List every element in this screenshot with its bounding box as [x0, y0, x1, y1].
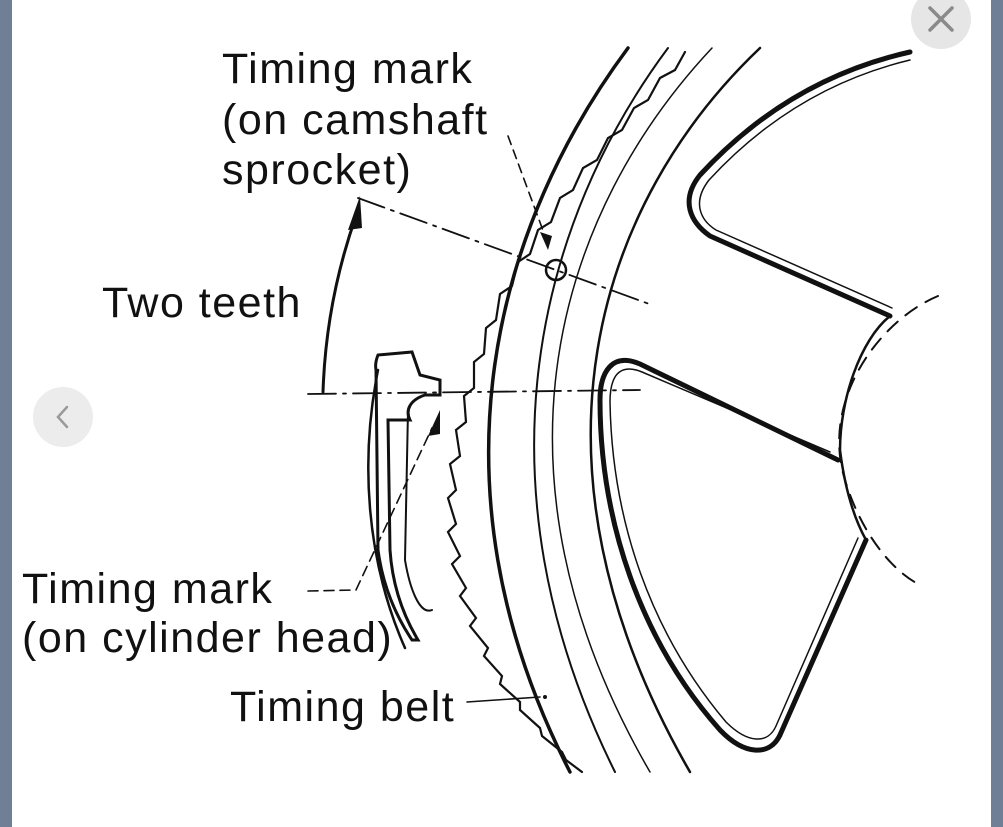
- label-camshaft-mark-line2: (on camshaft: [222, 96, 489, 144]
- head-mark-leader: [307, 427, 433, 592]
- belt-inner-arc: [533, 47, 669, 773]
- image-viewer: [12, 0, 991, 827]
- sprocket-outer-arc: [589, 46, 762, 774]
- close-icon: [928, 6, 954, 32]
- spoke-window-lower: [597, 357, 869, 753]
- chevron-left-icon: [56, 405, 69, 429]
- timing-belt-leader: [466, 696, 541, 703]
- label-head-mark-line2: (on cylinder head): [22, 614, 393, 662]
- camshaft-mark-centerline: [357, 197, 653, 306]
- close-button[interactable]: [911, 0, 971, 49]
- reference-centerline: [307, 389, 641, 395]
- cylinder-head-mark-outline: [374, 350, 442, 642]
- hub-dashed-circle: [838, 295, 939, 586]
- sprocket-pitch-arc: [551, 47, 713, 773]
- camshaft-timing-mark-circle: [544, 258, 568, 282]
- label-timing-belt: Timing belt: [230, 683, 455, 731]
- label-camshaft-mark-line1: Timing mark: [222, 45, 473, 93]
- label-two-teeth: Two teeth: [102, 279, 302, 327]
- window-frame-left: [0, 0, 12, 827]
- camshaft-mark-leader: [507, 135, 549, 245]
- window-frame-right: [991, 0, 1003, 827]
- spoke-window-upper: [686, 49, 913, 319]
- two-teeth-arc: [321, 214, 358, 394]
- previous-image-button[interactable]: [33, 387, 93, 447]
- belt-teeth: [446, 50, 687, 774]
- label-camshaft-mark-line3: sprocket): [222, 146, 412, 194]
- belt-outer-arc: [486, 46, 630, 774]
- diagram-labels: Timing mark (on camshaft sprocket) Two t…: [22, 45, 489, 731]
- cylinder-head-inner-arc: [367, 368, 407, 650]
- two-teeth-arrowhead: [348, 196, 362, 230]
- label-head-mark-line1: Timing mark: [22, 565, 273, 613]
